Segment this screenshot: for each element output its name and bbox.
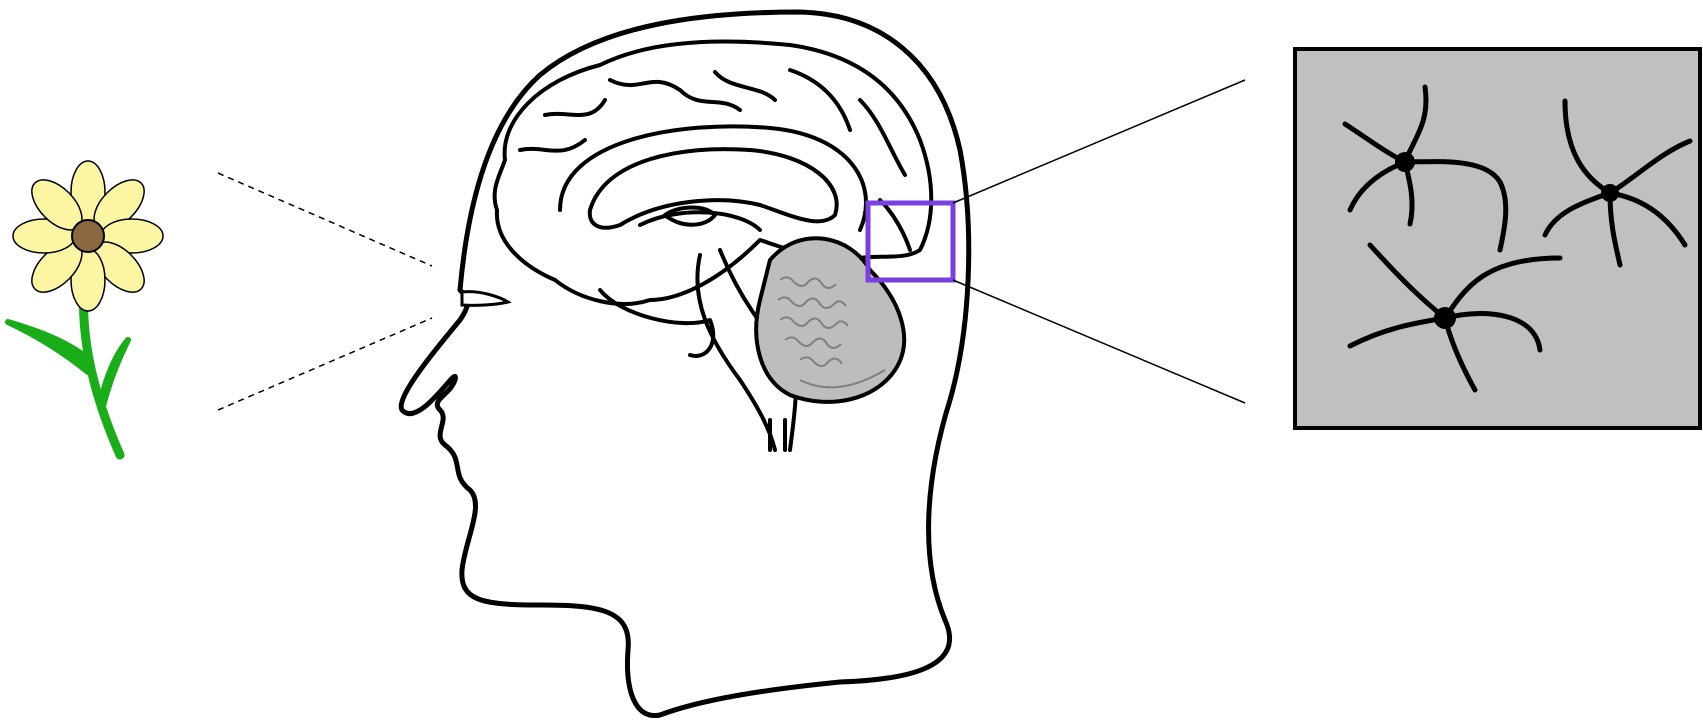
sight-line-lower [218,318,432,410]
flower [8,161,163,455]
cell-inset [1295,49,1700,428]
zoom-line-upper [953,80,1245,203]
flower-center [72,220,104,252]
zoom-lines [953,80,1245,403]
flower-leaf-left [8,322,90,372]
sight-line-upper [218,173,432,266]
flower-head [13,161,163,311]
flower-leaf-right [100,340,128,410]
cell-inset-frame [1295,49,1700,428]
sight-lines [218,173,432,410]
zoom-line-lower [953,280,1245,403]
